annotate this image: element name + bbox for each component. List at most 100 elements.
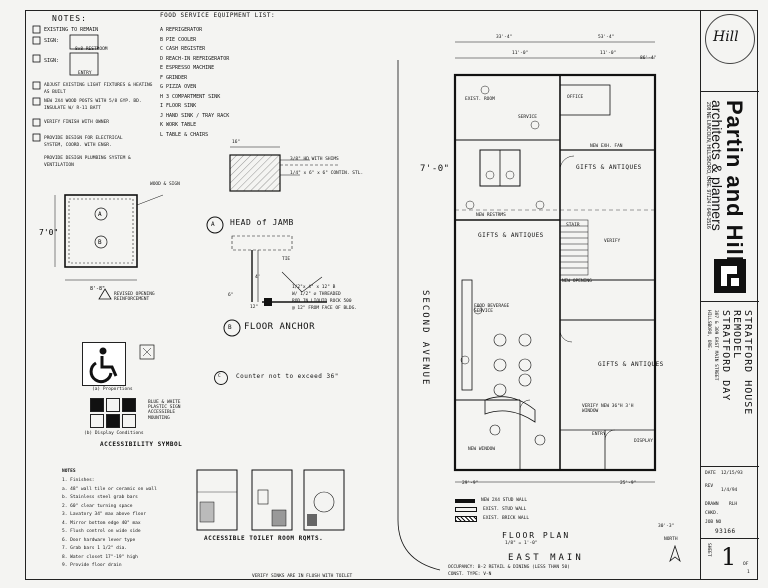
room-food-service: FOOD BEVERAGE SERVICE <box>474 304 510 315</box>
equipment-title: FOOD SERVICE EQUIPMENT LIST: <box>160 12 276 19</box>
notes-title: NOTES: <box>52 14 87 23</box>
legend-row: NEW 2X4 STUD WALL <box>455 496 529 505</box>
sheet-label: SHEET <box>706 543 711 557</box>
equipment-list: A REFRIGERATOR B PIE COOLER C CASH REGIS… <box>160 26 229 140</box>
legend-label: NEW 2X4 STUD WALL <box>481 498 528 503</box>
detail-marker-c <box>214 371 228 385</box>
wall-legend: NEW 2X4 STUD WALL EXIST. STUD WALL EXIST… <box>455 496 529 523</box>
note-4: SIGN: <box>44 58 60 64</box>
note-2: SIGN: <box>44 38 60 44</box>
project-line-5: HILLSBORO, ORE. <box>706 310 711 351</box>
info-cell: DATE 12/15/93 REV 1/4/94 DRAWN RLH CHKD.… <box>701 467 759 539</box>
dim-span-a: 11'-0" <box>512 51 529 56</box>
legend-swatch-new <box>455 498 475 503</box>
east-main-label: EAST MAIN <box>508 553 584 563</box>
accessibility-symbol-label: ACCESSIBILITY SYMBOL <box>100 441 183 448</box>
toilet-notes-list: 1. Finishes: a. 48" wall tile or ceramic… <box>62 477 192 571</box>
anchor-note-1: 1/2"x 4" x 12" B <box>292 285 336 290</box>
north-arrow-icon <box>669 545 681 563</box>
firm-subtitle: architects & planners <box>709 100 725 231</box>
architect-stamp <box>705 14 755 64</box>
date-label: DATE <box>705 471 716 476</box>
dim-16: 16" <box>232 140 241 145</box>
dim-4: 4' <box>255 275 261 280</box>
room-new-restrooms: NEW RESTRMS <box>476 213 506 218</box>
note-13: PROVIDE DESIGN PLUMBING SYSTEM & <box>44 156 131 161</box>
toilet-note: 8. Water closet 17"-19" high <box>62 554 138 560</box>
note-1: EXISTING TO REMAIN <box>44 27 99 33</box>
sheet-cell: SHEET 1 OF 1 <box>701 539 759 580</box>
dim-30: 30'-3" <box>658 524 675 529</box>
detail-marker-b <box>223 319 241 337</box>
rev-label: REV <box>705 484 714 489</box>
toilet-note: b. Stainless steel grab bars <box>62 495 138 500</box>
toilet-note: 5. Flush control on wide side <box>62 529 141 534</box>
sheet-number: 1 <box>721 543 737 571</box>
floor-anchor-title: FLOOR ANCHOR <box>244 322 316 332</box>
restroom-note: WOOD & SIGN <box>150 182 180 187</box>
drawn-label: DRAWN <box>705 502 719 507</box>
north-label: NORTH <box>664 537 678 542</box>
floor-plan-title: FLOOR PLAN <box>502 531 571 540</box>
room-verify: VERIFY <box>604 239 621 244</box>
wheelchair-icon <box>89 347 118 384</box>
project-line-2: REMODEL <box>731 310 742 360</box>
dim-span-b: 11'-0" <box>600 51 617 56</box>
legend-row: EXIST. STUD WALL <box>455 505 529 514</box>
toilet-note: 1. Finishes: <box>62 478 95 483</box>
equipment-item: G PIZZA OVEN <box>160 84 197 90</box>
equipment-item: I FLOOR SINK <box>160 103 197 109</box>
floor-plan-drawing <box>453 41 657 483</box>
tie-label: TIE <box>282 257 291 262</box>
accessibility-tile-1 <box>90 398 104 412</box>
firm-cell: Partin and Hill architects & planners 20… <box>701 92 759 302</box>
legend-label: EXIST. BRICK WALL <box>483 516 530 521</box>
stamp-cell: Hill <box>701 10 759 92</box>
project-line-4: 307 & 309 EAST MAIN STREET <box>713 310 718 381</box>
notes-symbols <box>32 25 99 142</box>
note-5: ENTRY <box>78 71 92 76</box>
svg-text:7'0": 7'0" <box>39 228 58 237</box>
of-value: 1 <box>747 570 750 575</box>
anchor-note-2: W/ 1/2" ∅ THREADED <box>292 292 341 297</box>
dim-6: 6" <box>228 293 234 298</box>
room-display: DISPLAY <box>634 439 653 444</box>
accessibility-caption-b: (b) Display Conditions <box>84 431 144 436</box>
jamb-note-2: 1/4" x 6" x 6" CONTIN. STL. <box>290 171 364 176</box>
room-office: OFFICE <box>567 95 584 100</box>
proportion-diagram <box>139 344 155 360</box>
dim-86: 86'-4" <box>640 56 657 61</box>
equipment-item: K WORK TABLE <box>160 122 197 128</box>
second-avenue-label: SECOND AVENUE <box>420 290 430 387</box>
date-value: 12/15/93 <box>721 471 743 476</box>
toilet-room-title: ACCESSIBLE TOILET ROOM RQMTS. <box>204 535 324 542</box>
legend-row: EXIST. BRICK WALL <box>455 514 529 523</box>
job-value: 93166 <box>715 528 736 535</box>
equipment-item: F GRINDER <box>160 74 188 81</box>
room-exist: EXIST. ROOM <box>465 97 495 102</box>
equipment-item: A REFRIGERATOR <box>160 27 203 33</box>
svg-text:8'-8": 8'-8" <box>90 286 105 292</box>
room-stair: STAIR <box>566 223 580 228</box>
verify-window-note: VERIFY NEW 36"H 3'H WINDOW <box>582 404 634 415</box>
note-12: SYSTEM, COORD. WITH ENGR. <box>44 143 112 148</box>
counter-note: Counter not to exceed 36" <box>236 373 339 380</box>
drawn-value: RLH <box>729 502 738 507</box>
toilet-note: a. 48" wall tile or ceramic on wall <box>62 486 157 492</box>
equipment-item: J HAND SINK / TRAY RACK <box>160 112 230 119</box>
room-gifts-antiques-1: GIFTS & ANTIQUES <box>576 164 642 171</box>
rev-value: 1/4/94 <box>721 488 738 493</box>
accessibility-tile-3 <box>122 398 136 412</box>
toilet-notes-title: NOTES <box>62 469 76 474</box>
detail-c-number: C <box>218 374 221 379</box>
equipment-item: D REACH-IN REFRIGERATOR <box>160 55 230 62</box>
project-cell: STRATFORD HOUSE REMODEL STRATFORD DAY 30… <box>701 302 759 467</box>
dim-top-left: 33'-4" <box>496 35 513 40</box>
construction-note: CONST. TYPE: V-N <box>448 572 492 577</box>
accessibility-caption-a: (a) Proportions <box>92 387 133 392</box>
room-new-exh-fan: NEW EXH. FAN <box>590 144 623 149</box>
note-11: PROVIDE DESIGN FOR ELECTRICAL <box>44 136 123 141</box>
firm-logo-icon <box>714 259 746 293</box>
dim-left-side: 7'-0" <box>420 164 450 174</box>
